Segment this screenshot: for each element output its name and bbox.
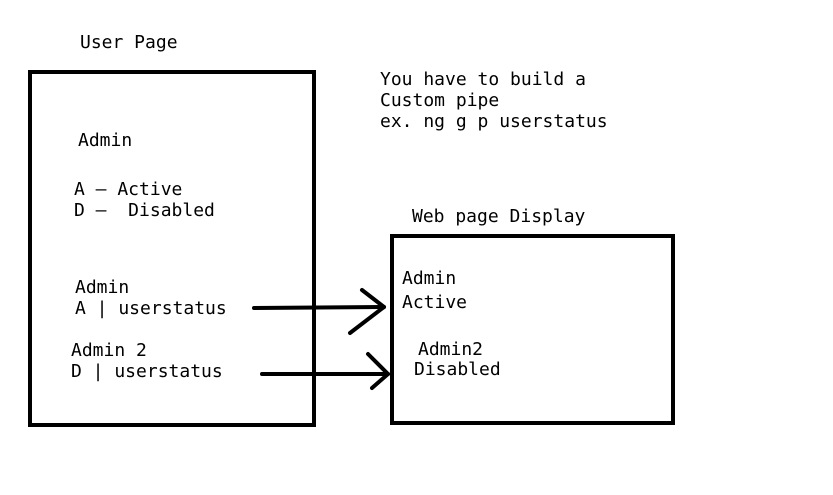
- web-entry2-name: Admin2: [418, 339, 484, 360]
- arrow-active: [252, 288, 386, 335]
- user-entry2-expression: D | userstatus: [71, 361, 223, 382]
- user-entry1-expression: A | userstatus: [75, 298, 227, 319]
- legend-active: A – Active: [74, 179, 183, 200]
- user-entry1-name: Admin: [75, 277, 130, 298]
- note-line-3: ex. ng g p userstatus: [380, 111, 608, 132]
- user-page-heading: Admin: [78, 130, 133, 151]
- web-entry1-status: Active: [402, 292, 468, 313]
- web-entry2-status: Disabled: [414, 359, 501, 380]
- user-page-title: User Page: [80, 32, 178, 53]
- user-entry2-name: Admin 2: [71, 340, 147, 361]
- note-line-1: You have to build a: [380, 69, 586, 90]
- web-display-box: [390, 234, 675, 425]
- web-display-title: Web page Display: [412, 206, 586, 227]
- note-line-2: Custom pipe: [380, 90, 500, 111]
- web-entry1-name: Admin: [402, 268, 457, 289]
- arrow-disabled: [260, 352, 390, 390]
- legend-disabled: D – Disabled: [74, 200, 215, 221]
- user-page-box: [28, 70, 316, 427]
